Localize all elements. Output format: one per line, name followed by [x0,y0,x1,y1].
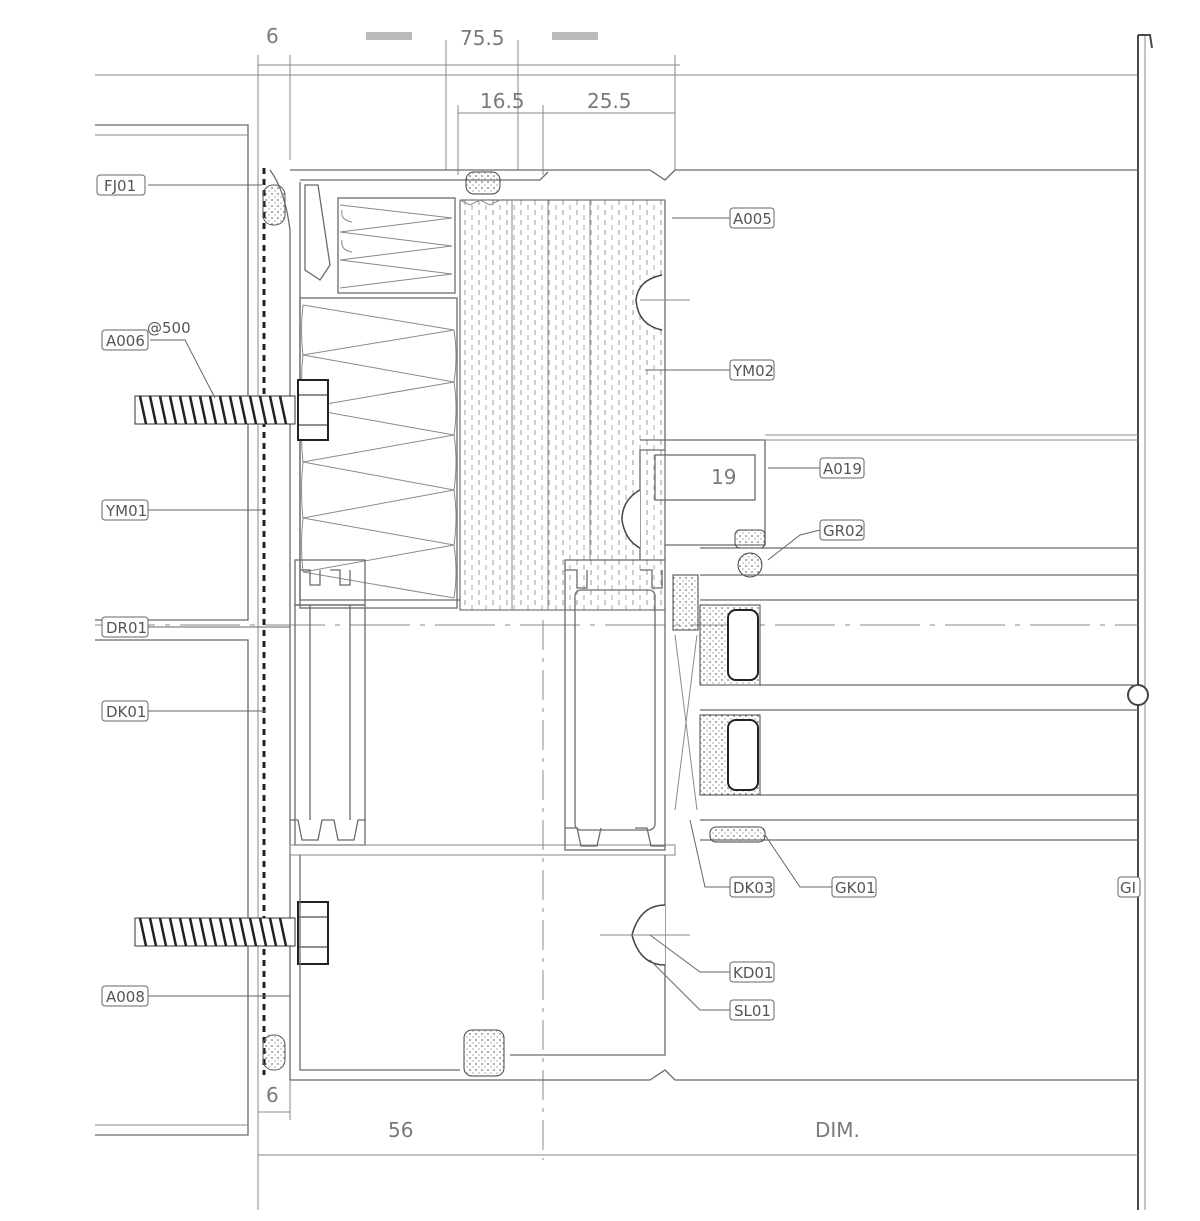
svg-text:GK01: GK01 [835,879,876,897]
label-fj01: FJ01 [96,174,146,196]
label-dk03: DK03 [729,876,775,898]
label-ym02: YM02 [729,359,775,381]
svg-text:A006: A006 [106,332,145,350]
screw-top [134,379,329,441]
left-wall-outline [95,124,249,1136]
svg-text:A005: A005 [733,210,772,228]
dim-16-5: 16.5 [480,89,525,113]
dim-bottom-56: 56 [388,1118,413,1142]
label-spacing: @500 [147,319,191,337]
gaskets [600,274,690,966]
label-cut-gi: GI [1117,876,1141,898]
svg-text:DK01: DK01 [106,703,146,721]
center-mullion [564,559,666,851]
membrane-strip [257,168,291,1080]
dim-bottom-6: 6 [266,1083,279,1107]
svg-text:KD01: KD01 [733,964,773,982]
dim-top-75-5: 75.5 [460,26,505,50]
label-gr02: GR02 [819,519,865,541]
bottom-dimension-lines [258,1080,1138,1156]
label-a019: A019 [819,457,865,479]
upper-frame [290,169,1138,611]
label-kd01: KD01 [729,961,775,983]
glazing-unit [672,547,1138,843]
dim-top-obscured-right [552,32,598,40]
svg-text:A019: A019 [823,460,862,478]
svg-text:YM01: YM01 [105,502,147,520]
svg-text:GR02: GR02 [823,522,864,540]
svg-text:FJ01: FJ01 [104,177,136,195]
dim-25-5: 25.5 [587,89,632,113]
label-sl01: SL01 [729,999,775,1021]
dim-bottom-dim: DIM. [815,1118,860,1142]
label-a005: A005 [729,207,775,229]
label-dk01: DK01 [101,700,149,722]
dim-19: 19 [711,465,736,489]
label-a006: A006 @500 [101,319,191,351]
svg-text:DR01: DR01 [106,619,147,637]
label-a008: A008 [101,985,149,1007]
svg-text:A008: A008 [106,988,145,1006]
right-edge [1127,34,1153,1210]
label-ym01: YM01 [101,499,149,521]
dim-top-obscured-left [366,32,412,40]
svg-text:GI: GI [1120,879,1136,897]
svg-text:SL01: SL01 [734,1002,771,1020]
a019-frame: 19 [640,434,1138,578]
svg-text:DK03: DK03 [733,879,773,897]
lower-left-profile [289,559,1138,1081]
svg-text:YM02: YM02 [732,362,774,380]
screw-bottom [134,901,329,965]
dim-top-6: 6 [266,24,279,48]
label-gk01: GK01 [831,876,877,898]
leader-lines [148,184,832,1011]
label-dr01: DR01 [101,616,149,638]
